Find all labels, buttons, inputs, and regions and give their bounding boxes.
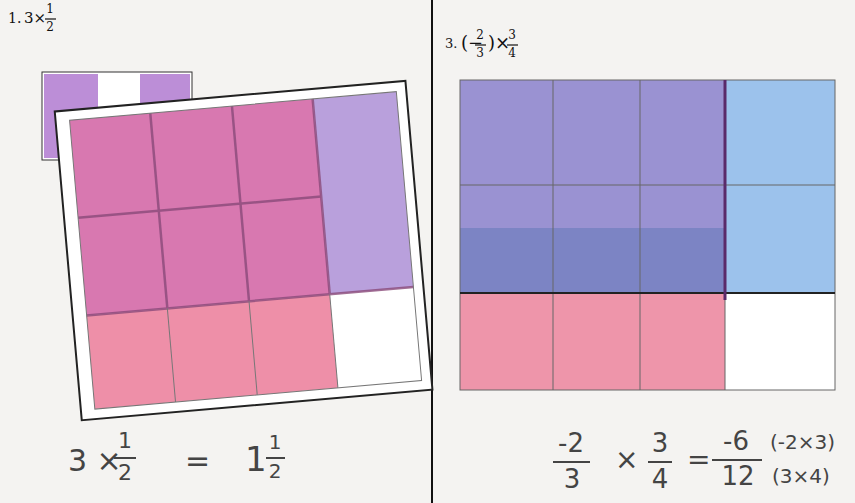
area-grid — [460, 80, 835, 390]
handwritten-math: 12 — [721, 463, 754, 489]
printed-problem: )× — [488, 34, 510, 52]
printed-problem: 1 — [46, 3, 54, 15]
handwritten-math: = — [687, 446, 710, 474]
printed-problem: 3× — [24, 11, 46, 26]
handwritten-math: 2 — [118, 462, 132, 484]
handwritten-fraction-bar — [114, 458, 762, 462]
handwritten-math: (-2×3) — [770, 432, 835, 452]
handwritten-math: 1 — [245, 442, 267, 476]
printed-problem: 3 — [476, 47, 484, 59]
pasted-grid — [55, 81, 433, 420]
handwritten-math: = — [185, 446, 210, 476]
printed-problem: 4 — [508, 47, 516, 59]
handwritten-math: 3 × — [68, 446, 122, 476]
handwritten-math: 1 — [269, 432, 282, 452]
divider-line — [431, 0, 433, 503]
handwritten-math: 3 — [564, 466, 581, 492]
handwritten-math: 3 — [652, 430, 669, 456]
handwritten-math: 2 — [269, 461, 282, 481]
handwritten-math: (3×4) — [772, 466, 830, 486]
printed-problem: 2 — [46, 21, 54, 33]
handwritten-math: -6 — [723, 428, 749, 454]
handwritten-math: 4 — [652, 466, 669, 492]
handwritten-math: -2 — [558, 430, 584, 456]
handwritten-math: 1 — [118, 430, 132, 452]
handwritten-math: × — [615, 446, 638, 474]
printed-problem: 2 — [476, 29, 484, 41]
printed-problem: 3 — [508, 29, 516, 41]
printed-problem: 1. — [8, 11, 21, 25]
printed-problem: 3. — [445, 37, 457, 50]
